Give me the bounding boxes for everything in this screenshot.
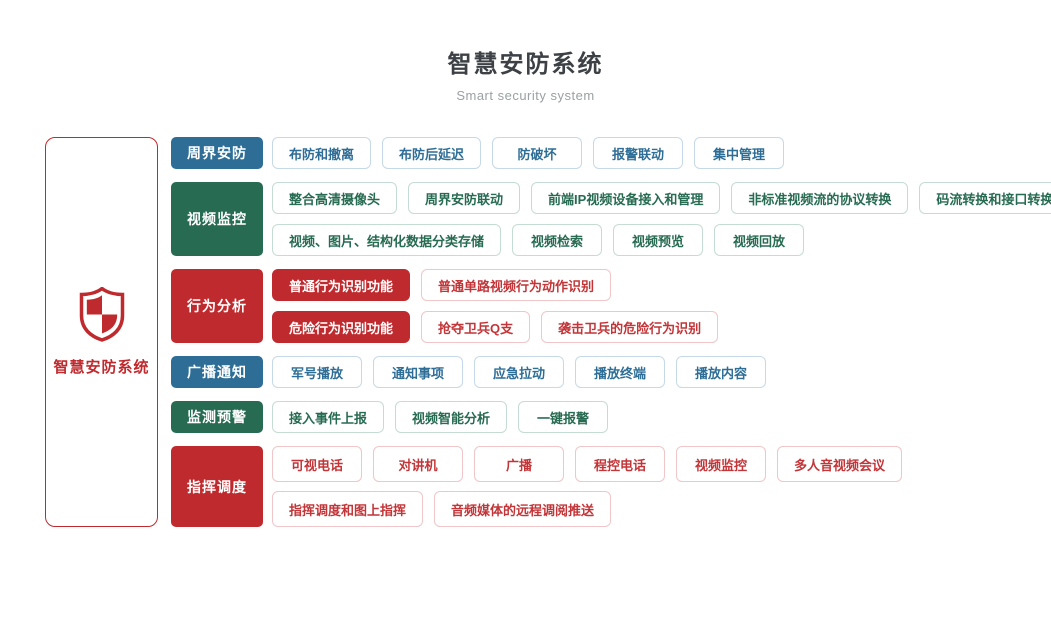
category-header-perimeter-security: 周界安防 (171, 137, 263, 169)
feature-item: 多人音视频会议 (777, 446, 903, 482)
category-monitoring-warning: 监测预警 接入事件上报 视频智能分析 一键报警 (171, 401, 1051, 433)
feature-item: 集中管理 (694, 137, 785, 169)
feature-item: 通知事项 (373, 356, 463, 388)
feature-item: 袭击卫兵的危险行为识别 (541, 311, 719, 343)
feature-item: 视频智能分析 (395, 401, 508, 433)
category-command-dispatch: 指挥调度 可视电话 对讲机 广播 程控电话 视频监控 多人音视频会议 指挥调度和… (171, 446, 1051, 527)
category-broadcast-notice: 广播通知 军号播放 通知事项 应急拉动 播放终端 播放内容 (171, 356, 1051, 388)
feature-item: 程控电话 (575, 446, 665, 482)
feature-item: 周界安防联动 (408, 182, 521, 214)
feature-item: 码流转换和接口转换 (919, 182, 1051, 214)
feature-item: 对讲机 (373, 446, 463, 482)
category-header-video-surveillance: 视频监控 (171, 182, 263, 256)
feature-item: 普通单路视频行为动作识别 (421, 269, 612, 301)
category-perimeter-security: 周界安防 布防和撤离 布防后延迟 防破坏 报警联动 集中管理 (171, 137, 1051, 169)
shield-icon (79, 287, 124, 342)
category-header-behavior-analysis: 行为分析 (171, 269, 263, 343)
feature-item: 报警联动 (593, 137, 684, 169)
feature-item: 音频媒体的远程调阅推送 (434, 491, 612, 527)
feature-item: 视频、图片、结构化数据分类存储 (272, 224, 502, 256)
feature-item: 整合高清摄像头 (272, 182, 398, 214)
feature-item: 接入事件上报 (272, 401, 385, 433)
feature-item: 应急拉动 (474, 356, 564, 388)
feature-item: 可视电话 (272, 446, 362, 482)
feature-item: 视频预览 (613, 224, 704, 256)
category-header-monitoring-warning: 监测预警 (171, 401, 263, 433)
feature-item: 播放终端 (575, 356, 665, 388)
feature-item: 视频回放 (714, 224, 805, 256)
page-subtitle: Smart security system (456, 88, 595, 103)
feature-item: 抢夺卫兵Q支 (421, 311, 531, 343)
feature-item: 非标准视频流的协议转换 (731, 182, 909, 214)
category-header-command-dispatch: 指挥调度 (171, 446, 263, 527)
root-node-label: 智慧安防系统 (53, 359, 150, 376)
feature-item: 指挥调度和图上指挥 (272, 491, 424, 527)
category-video-surveillance: 视频监控 整合高清摄像头 周界安防联动 前端IP视频设备接入和管理 非标准视频流… (171, 182, 1051, 256)
category-behavior-analysis: 行为分析 普通行为识别功能 普通单路视频行为动作识别 危险行为识别功能 抢夺卫兵… (171, 269, 1051, 343)
feature-item: 前端IP视频设备接入和管理 (531, 182, 721, 214)
root-node: 智慧安防系统 (45, 137, 158, 527)
feature-item: 防破坏 (492, 137, 583, 169)
page-header: 智慧安防系统 Smart security system (0, 44, 1051, 103)
feature-item: 视频监控 (676, 446, 766, 482)
feature-item: 军号播放 (272, 356, 362, 388)
diagram: 智慧安防系统 周界安防 布防和撤离 布防后延迟 防破坏 报警联动 集中管理 (45, 137, 1051, 527)
feature-item: 一键报警 (518, 401, 609, 433)
feature-item-highlight: 危险行为识别功能 (272, 311, 411, 343)
feature-item: 播放内容 (676, 356, 766, 388)
feature-item: 布防后延迟 (382, 137, 482, 169)
feature-item: 视频检索 (512, 224, 603, 256)
feature-item: 广播 (474, 446, 564, 482)
category-header-broadcast-notice: 广播通知 (171, 356, 263, 388)
category-tree: 周界安防 布防和撤离 布防后延迟 防破坏 报警联动 集中管理 视频监控 整合 (171, 137, 1051, 527)
feature-item: 布防和撤离 (272, 137, 372, 169)
feature-item-highlight: 普通行为识别功能 (272, 269, 411, 301)
page-title: 智慧安防系统 (447, 51, 604, 78)
